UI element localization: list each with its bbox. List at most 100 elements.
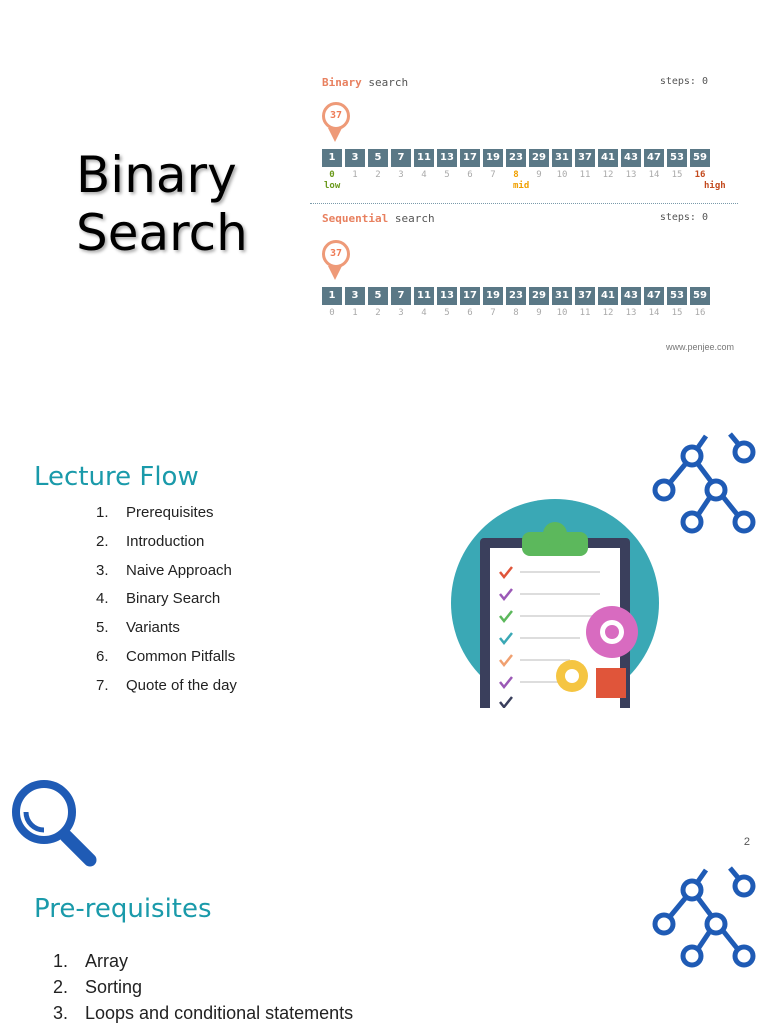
sequential-array-index: 12 bbox=[602, 308, 614, 318]
sequential-array-cell: 3 bbox=[345, 287, 365, 305]
binary-array-cell: 7 bbox=[391, 149, 411, 167]
binary-search-label: Binary search bbox=[322, 76, 408, 89]
list-item: 3.Loops and conditional statements bbox=[53, 1003, 353, 1024]
binary-array-cell: 1 bbox=[322, 149, 342, 167]
binary-label-rest: search bbox=[361, 76, 409, 89]
list-item-text: Binary Search bbox=[126, 590, 221, 608]
binary-array-cell: 59 bbox=[690, 149, 710, 167]
list-item-text: Introduction bbox=[126, 532, 205, 550]
list-item: 2. Introduction bbox=[96, 533, 237, 562]
binary-array-index: 5 bbox=[444, 170, 450, 180]
list-item: 2.Sorting bbox=[53, 977, 353, 1003]
sequential-array-index: 9 bbox=[536, 308, 542, 318]
list-item-number: 5. bbox=[96, 619, 109, 637]
list-item-number: 2. bbox=[96, 532, 109, 550]
sequential-array-cell: 59 bbox=[690, 287, 710, 305]
list-item-number: 7. bbox=[96, 676, 109, 694]
title-line-1: Binary bbox=[76, 146, 237, 204]
sequential-array-index: 14 bbox=[648, 308, 660, 318]
list-item: 4.Binary Search bbox=[96, 590, 237, 619]
sequential-array-cell: 47 bbox=[644, 287, 664, 305]
sequential-array-cell: 31 bbox=[552, 287, 572, 305]
binary-array-cell: 37 bbox=[575, 149, 595, 167]
page-number: 2 bbox=[743, 836, 750, 848]
sequential-array-index: 13 bbox=[625, 308, 637, 318]
list-item-text: Prerequisites bbox=[126, 504, 214, 521]
binary-steps-counter: steps: 0 bbox=[659, 76, 708, 87]
slide-title: Binary Search bbox=[76, 146, 248, 262]
binary-array-cell: 31 bbox=[552, 149, 572, 167]
lecture-flow-title: Lecture Flow bbox=[34, 462, 199, 492]
sequential-array-index: 10 bbox=[556, 308, 568, 318]
binary-array-cell: 5 bbox=[368, 149, 388, 167]
prerequisites-title: Pre-requisites bbox=[34, 894, 212, 924]
list-item-text: Quote of the day bbox=[126, 676, 237, 694]
binary-array-cell: 53 bbox=[667, 149, 687, 167]
sequential-target-marker: 37 bbox=[322, 240, 350, 268]
binary-array-index: 9 bbox=[536, 170, 542, 180]
sequential-array-index: 1 bbox=[352, 308, 358, 318]
sequential-label-accent: Sequential bbox=[322, 212, 389, 225]
list-item-number: 3. bbox=[96, 561, 109, 579]
sequential-array-cell: 43 bbox=[621, 287, 641, 305]
divider bbox=[310, 203, 738, 204]
list-item: 5. Variants bbox=[96, 619, 237, 648]
list-item: 1.Prerequisites bbox=[96, 504, 237, 533]
binary-array-index: 15 bbox=[671, 170, 683, 180]
binary-array-index: 7 bbox=[490, 170, 496, 180]
sequential-array-cell: 29 bbox=[529, 287, 549, 305]
sequential-search-label: Sequential search bbox=[322, 212, 435, 225]
slide-binary-search-title: Binary Search Binary search steps: 0 37 … bbox=[0, 0, 768, 384]
sequential-array-index: 5 bbox=[444, 308, 450, 318]
list-item-text: Common Pitfalls bbox=[126, 647, 236, 665]
binary-array-index: 1 bbox=[352, 170, 358, 180]
list-item-text: Array bbox=[85, 951, 129, 971]
list-item-text: Sorting bbox=[85, 977, 143, 997]
sequential-array-cell: 23 bbox=[506, 287, 526, 305]
high-pointer-label: high bbox=[704, 181, 726, 191]
sequential-array-index: 11 bbox=[579, 308, 591, 318]
binary-label-accent: Binary bbox=[322, 76, 362, 89]
sequential-array-index: 4 bbox=[421, 308, 427, 318]
title-line-2: Search bbox=[76, 204, 248, 262]
sequential-array-cell: 5 bbox=[368, 287, 388, 305]
binary-array-index: 0 bbox=[329, 170, 335, 180]
magnifier-icon bbox=[12, 780, 97, 867]
list-item-text: Naive Approach bbox=[126, 561, 232, 579]
binary-array-cell: 13 bbox=[437, 149, 457, 167]
sequential-array-index: 0 bbox=[329, 308, 335, 318]
list-item-text: Variants bbox=[126, 619, 180, 637]
binary-array-index: 6 bbox=[467, 170, 473, 180]
binary-array-cell: 17 bbox=[460, 149, 480, 167]
binary-array-index: 10 bbox=[556, 170, 568, 180]
tree-graph-icon bbox=[652, 432, 756, 534]
binary-array-index: 2 bbox=[375, 170, 381, 180]
binary-array-cell: 41 bbox=[598, 149, 618, 167]
sequential-array-cell: 1 bbox=[322, 287, 342, 305]
sequential-array-cell: 53 bbox=[667, 287, 687, 305]
binary-marker-tail bbox=[328, 128, 342, 142]
binary-array-cell: 3 bbox=[345, 149, 365, 167]
low-pointer-label: low bbox=[324, 181, 341, 191]
binary-array-index: 4 bbox=[421, 170, 427, 180]
list-item-number: 3. bbox=[53, 1003, 69, 1023]
binary-target-marker: 37 bbox=[322, 102, 350, 130]
list-item: 1.Array bbox=[53, 951, 353, 977]
binary-array-cell: 29 bbox=[529, 149, 549, 167]
sequential-marker-tail bbox=[328, 266, 342, 280]
sequential-array-index: 16 bbox=[694, 308, 706, 318]
sequential-array-index: 2 bbox=[375, 308, 381, 318]
list-item: 7. Quote of the day bbox=[96, 677, 237, 706]
mid-pointer-label: mid bbox=[513, 181, 530, 191]
binary-array-cell: 19 bbox=[483, 149, 503, 167]
sequential-array-cell: 7 bbox=[391, 287, 411, 305]
binary-array-index: 14 bbox=[648, 170, 660, 180]
sequential-array-cell: 17 bbox=[460, 287, 480, 305]
